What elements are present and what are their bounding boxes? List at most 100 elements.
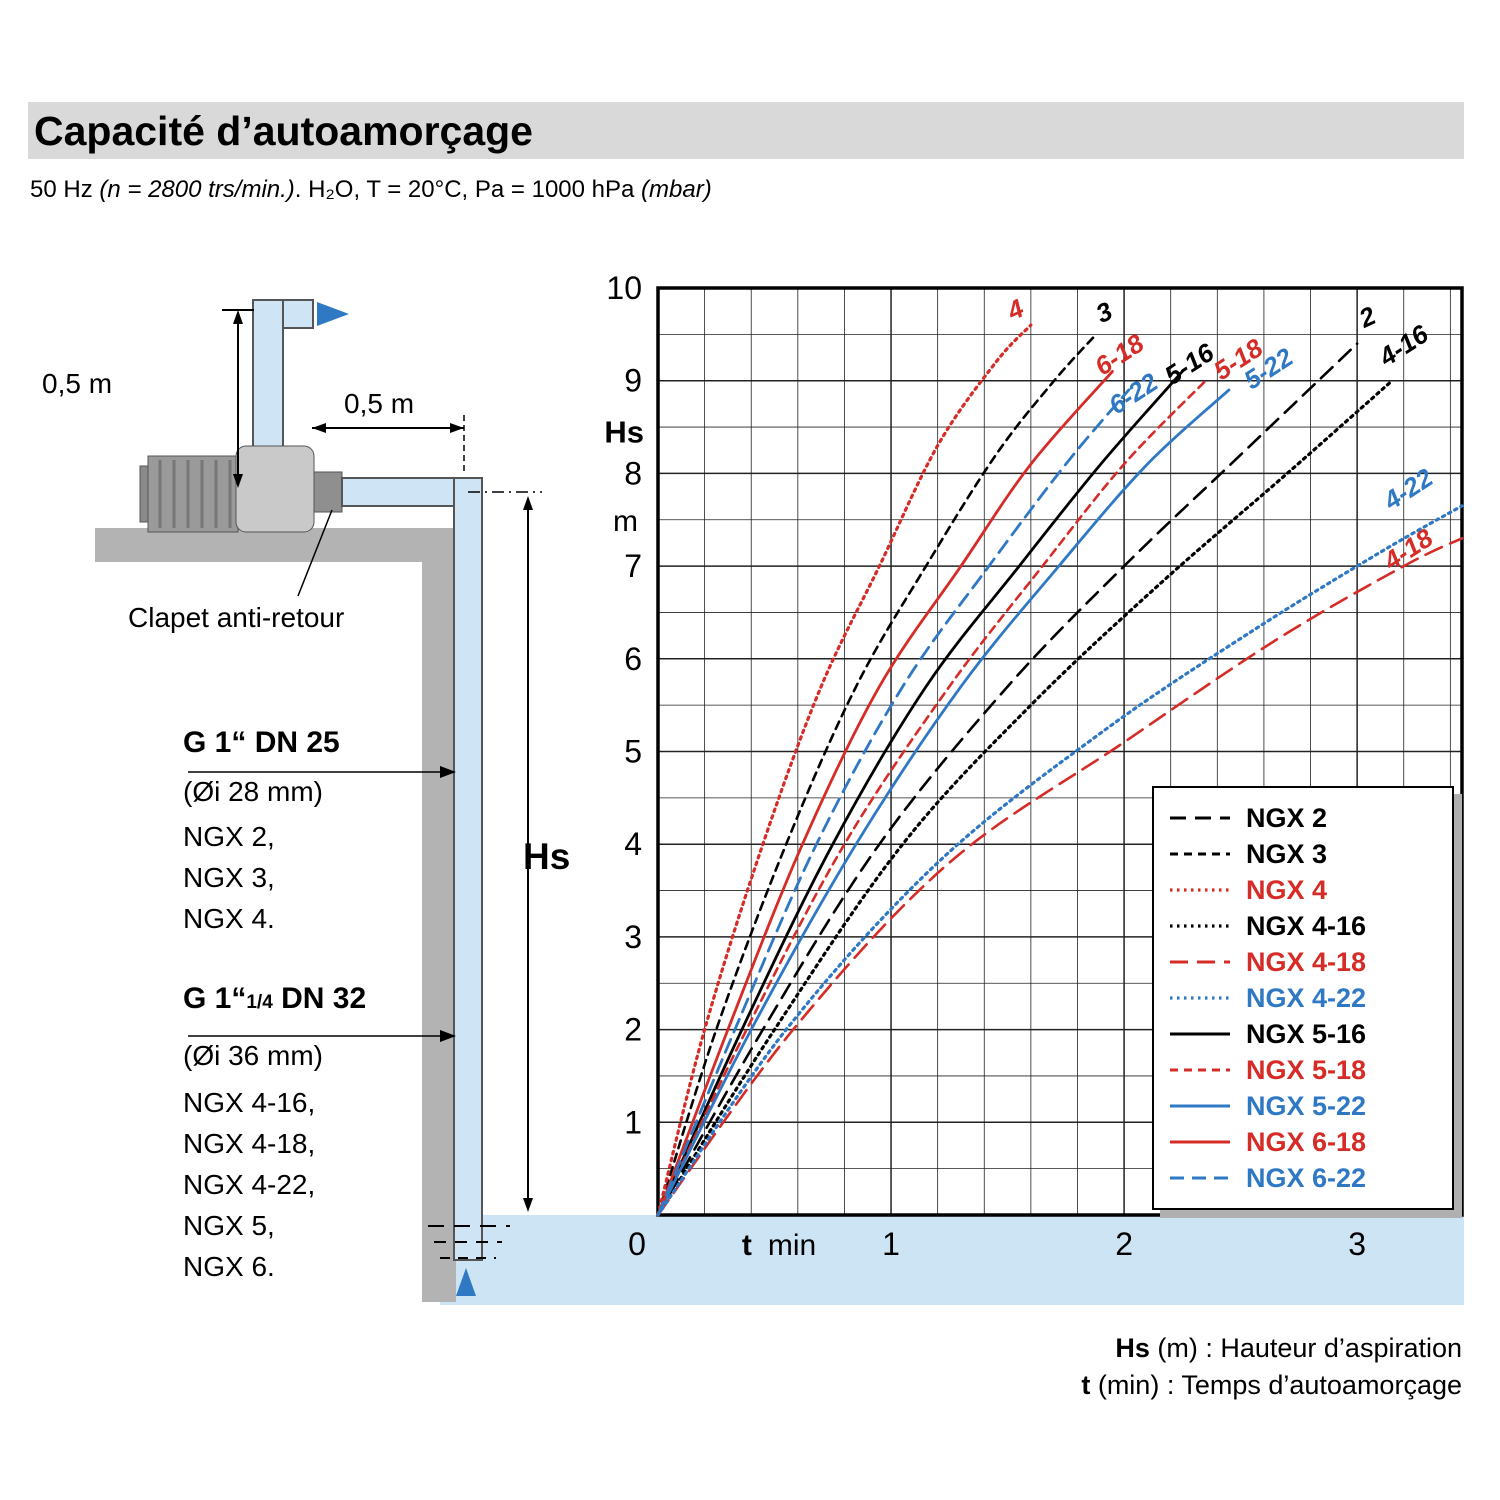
y-tick-label: 1: [624, 1104, 642, 1140]
subtitle-italic: (mbar): [641, 176, 712, 203]
legend-line-sample: [1170, 1140, 1230, 1144]
legend-label: NGX 4-16: [1246, 910, 1367, 941]
curve-ngx-6-18: [656, 370, 1114, 1217]
water-level-dashes: [428, 1225, 510, 1259]
legend-line-sample: [1170, 1104, 1230, 1108]
title-bar: Capacité d’autoamorçage: [28, 102, 1464, 159]
check-valve-leader: [297, 509, 333, 597]
footnote-t: t (min) : Temps d’autoamorçage: [1081, 1367, 1462, 1404]
legend-line-sample: [1170, 1068, 1230, 1072]
model-item: NGX 4-18,: [183, 1128, 316, 1159]
hs-dimension-label: Hs: [523, 836, 571, 877]
wall: [422, 560, 456, 1302]
check-valve: [313, 471, 343, 513]
x-tick-label: 1: [882, 1226, 900, 1262]
port2-models: NGX 4-16, NGX 4-18, NGX 4-22, NGX 5, NGX…: [183, 1082, 315, 1287]
legend-line-sample: [1170, 1176, 1230, 1180]
legend-line-sample: [1170, 924, 1230, 928]
dim-arrow-icon: [312, 423, 326, 433]
floor-slab: [95, 528, 457, 562]
legend-label: NGX 6-18: [1246, 1126, 1367, 1157]
curve-ngx-4-22: [656, 504, 1464, 1217]
port2-diameter: (Øi 36 mm): [183, 1040, 323, 1071]
dim-horizontal-label: 0,5 m: [344, 388, 415, 419]
pump-body: [235, 445, 315, 533]
installation-diagram: [95, 299, 542, 1302]
y-tick-label: 8: [624, 455, 642, 491]
discharge-pipe: [252, 299, 284, 471]
suction-pipe-horizontal: [341, 477, 459, 507]
legend-item: NGX 4: [1168, 872, 1442, 908]
footnote-hs: Hs (m) : Hauteur d’aspiration: [1081, 1330, 1462, 1367]
subtitle-part: . H₂O, T = 20°C, Pa = 1000 hPa: [294, 176, 642, 203]
model-item: NGX 5,: [183, 1210, 275, 1241]
legend-item: NGX 5-16: [1168, 1016, 1442, 1052]
y-tick-label: 3: [624, 919, 642, 955]
footnote-t-symbol: t: [1081, 1370, 1091, 1400]
legend-line-sample: [1170, 960, 1230, 964]
conditions-subtitle: 50 Hz (n = 2800 trs/min.). H₂O, T = 20°C…: [30, 176, 712, 204]
legend-label: NGX 2: [1246, 802, 1328, 833]
legend-line-sample: [1170, 888, 1230, 892]
legend-label: NGX 3: [1246, 838, 1328, 869]
motor-fins: [158, 460, 232, 528]
model-item: NGX 6.: [183, 1251, 275, 1282]
legend-line-sample: [1170, 852, 1230, 856]
legend-label: NGX 4: [1246, 874, 1328, 905]
legend-label: NGX 4-18: [1246, 946, 1367, 977]
outflow-arrow-icon: [317, 302, 349, 326]
legend-item: NGX 5-22: [1168, 1088, 1442, 1124]
curve-label-4: 4: [1002, 293, 1029, 327]
chart-legend: NGX 2 NGX 3 NGX 4 NGX 4-16 NGX 4-18 NGX …: [1152, 786, 1454, 1210]
legend-label: NGX 5-18: [1246, 1054, 1367, 1085]
page-title: Capacité d’autoamorçage: [34, 108, 533, 154]
legend-label: NGX 5-16: [1246, 1018, 1367, 1049]
legend-label: NGX 5-22: [1246, 1090, 1367, 1121]
x-tick-label: 3: [1348, 1226, 1366, 1262]
legend-item: NGX 6-22: [1168, 1160, 1442, 1196]
dim-arrow-icon: [523, 496, 533, 510]
port2-title-fraction: 1/4: [246, 992, 273, 1013]
port1-diameter: (Øi 28 mm): [183, 776, 323, 807]
y-axis-title-hs: Hs: [604, 415, 644, 450]
legend-item: NGX 5-18: [1168, 1052, 1442, 1088]
y-tick-label: 7: [624, 548, 642, 584]
x-tick-label: 2: [1115, 1226, 1133, 1262]
y-tick-label: 9: [624, 363, 642, 399]
legend-line-sample: [1170, 996, 1230, 1000]
curve-ngx-4-18: [656, 536, 1464, 1217]
x-tick-label: 0: [628, 1226, 646, 1262]
model-item: NGX 3,: [183, 862, 275, 893]
dim-arrow-icon: [233, 474, 243, 488]
legend-label: NGX 4-22: [1246, 982, 1367, 1013]
model-item: NGX 4.: [183, 903, 275, 934]
legend-item: NGX 4-16: [1168, 908, 1442, 944]
footnote-t-text: (min) : Temps d’autoamorçage: [1090, 1370, 1462, 1400]
subtitle-part: 50 Hz: [30, 176, 100, 203]
legend-item: NGX 6-18: [1168, 1124, 1442, 1160]
legend-item: NGX 4-22: [1168, 980, 1442, 1016]
port2-title: G 1“1/4 DN 32: [183, 982, 366, 1016]
y-tick-label: 2: [624, 1012, 642, 1048]
curve-ngx-4-16: [656, 379, 1394, 1217]
inflow-arrow-icon: [456, 1268, 476, 1296]
y-tick-label: 10: [606, 270, 642, 306]
curve-ngx-5-16: [656, 370, 1184, 1217]
curve-label-4-22: 4-22: [1377, 462, 1438, 516]
port1-models: NGX 2, NGX 3, NGX 4.: [183, 816, 275, 939]
curve-ngx-6-22: [656, 388, 1131, 1217]
footnote-hs-text: (m) : Hauteur d’aspiration: [1149, 1333, 1462, 1363]
dim-arrow-icon: [523, 1198, 533, 1212]
legend-item: NGX 4-18: [1168, 944, 1442, 980]
leader-arrow-icon: [440, 1030, 456, 1042]
curve-ngx-5-22: [656, 388, 1231, 1217]
leader-arrow-icon: [440, 766, 456, 778]
plot-frame: [656, 286, 1464, 1217]
pump-motor: [147, 455, 239, 533]
y-tick-label: 6: [624, 641, 642, 677]
check-valve-label: Clapet anti-retour: [128, 602, 345, 633]
legend-line-sample: [1170, 816, 1230, 820]
curve-label-4-16: 4-16: [1373, 318, 1434, 372]
